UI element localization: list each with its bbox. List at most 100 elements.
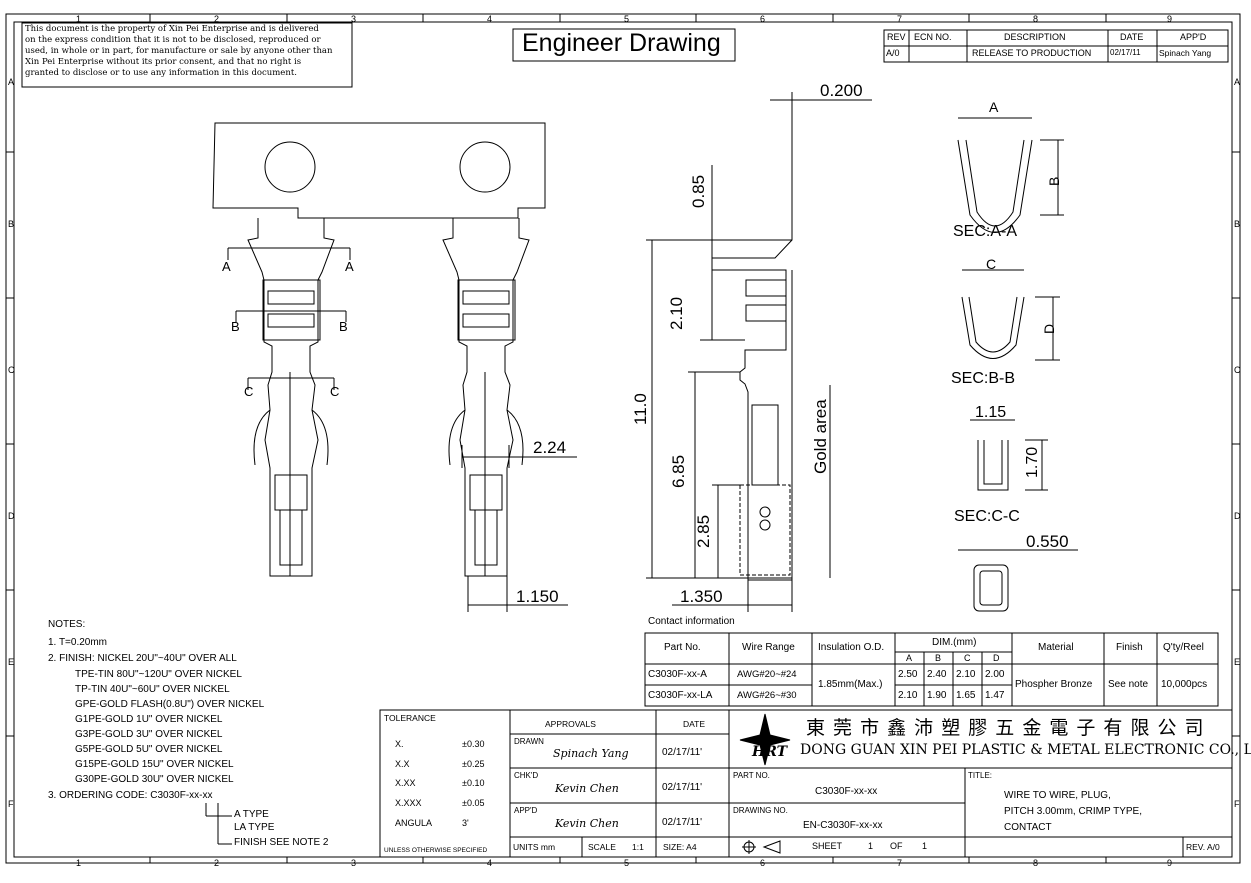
contact-part: C3030F-xx-A bbox=[648, 669, 707, 680]
rev-header: APP'D bbox=[1180, 32, 1207, 42]
col-label: 5 bbox=[624, 14, 630, 24]
note-line: G1PE-GOLD 1U" OVER NICKEL bbox=[75, 714, 223, 725]
note-line: GPE-GOLD FLASH(0.8U") OVER NICKEL bbox=[75, 699, 265, 710]
section-aa-label: SEC:A-A bbox=[953, 223, 1018, 240]
tol-value: ±0.10 bbox=[462, 778, 485, 788]
col-label: 9 bbox=[1167, 14, 1173, 24]
rev-header: DESCRIPTION bbox=[1004, 32, 1066, 42]
col-label: 8 bbox=[1033, 14, 1039, 24]
part-no-label: PART NO. bbox=[733, 771, 770, 780]
row-label: A bbox=[8, 77, 15, 87]
row-label: F bbox=[8, 799, 14, 809]
rev-header: ECN NO. bbox=[914, 32, 952, 42]
title-block-lines bbox=[205, 709, 1233, 858]
contact-header: DIM.(mm) bbox=[932, 637, 977, 648]
chkd-label: CHK'D bbox=[514, 771, 539, 780]
rev-cell: 02/17/11 bbox=[1110, 48, 1141, 57]
col-label: 7 bbox=[897, 858, 903, 868]
frame-outer bbox=[5, 13, 1241, 864]
dim-label: D bbox=[1041, 323, 1057, 334]
contact-header: Finish bbox=[1116, 642, 1143, 653]
note-line: G5PE-GOLD 5U" OVER NICKEL bbox=[75, 744, 223, 755]
row-label: C bbox=[1234, 365, 1241, 375]
contact-header: Q'ty/Reel bbox=[1163, 642, 1204, 653]
rev-cell: A/0 bbox=[886, 48, 900, 58]
company-name-english: DONG GUAN XIN PEI PLASTIC & METAL ELECTR… bbox=[800, 742, 1251, 758]
rev-code: REV. A/0 bbox=[1186, 842, 1220, 852]
contact-dim: 2.50 bbox=[898, 669, 918, 680]
tol-value: 3' bbox=[462, 818, 469, 828]
dim-label: 0.550 bbox=[1026, 532, 1069, 551]
appd-signature: Kevin Chen bbox=[555, 817, 619, 830]
contact-insulation: 1.85mm(Max.) bbox=[818, 679, 883, 690]
dim-header: B bbox=[935, 653, 942, 663]
row-label: F bbox=[1234, 799, 1240, 809]
chkd-signature: Kevin Chen bbox=[555, 782, 619, 795]
dim-label: 1.150 bbox=[516, 587, 559, 606]
tol-key: X.XX bbox=[395, 778, 416, 788]
notice-line: Xin Pei Enterprise without its prior con… bbox=[25, 57, 302, 67]
contact-header: Material bbox=[1038, 642, 1074, 653]
sheet-label: SHEET bbox=[812, 841, 843, 851]
dim-label: 2.85 bbox=[694, 514, 713, 548]
dim-label: 11.0 bbox=[631, 393, 650, 425]
approvals-date-heading: DATE bbox=[683, 719, 706, 729]
notes-heading: NOTES: bbox=[48, 619, 86, 630]
row-label: B bbox=[1234, 219, 1241, 229]
contact-qty: 10,000pcs bbox=[1161, 679, 1208, 690]
code-la: LA TYPE bbox=[234, 822, 275, 833]
section-label: C bbox=[330, 384, 340, 399]
title-box bbox=[512, 28, 736, 62]
contact-header: Wire Range bbox=[742, 642, 795, 653]
notice-box bbox=[21, 22, 353, 88]
col-label: 3 bbox=[351, 14, 357, 24]
row-label: E bbox=[1234, 657, 1241, 667]
col-label: 6 bbox=[760, 14, 766, 24]
dim-label: B bbox=[1046, 176, 1062, 186]
section-label: B bbox=[339, 319, 348, 334]
contact-dim: 2.00 bbox=[985, 669, 1005, 680]
section-bb-label: SEC:B-B bbox=[951, 370, 1016, 387]
tolerance-footer: UNLESS OTHERWISE SPECIFIED bbox=[384, 847, 488, 854]
col-label: 2 bbox=[214, 858, 220, 868]
sheet-number: 1 bbox=[868, 841, 874, 851]
dim-header: A bbox=[906, 653, 913, 663]
dim-label: 0.85 bbox=[689, 174, 708, 208]
dim-header: C bbox=[964, 653, 971, 663]
front-view bbox=[212, 122, 577, 612]
contact-part: C3030F-xx-LA bbox=[648, 690, 713, 701]
col-label: 4 bbox=[487, 858, 493, 868]
rev-cell: Spinach Yang bbox=[1159, 48, 1212, 58]
dim-label: 1.15 bbox=[975, 404, 1007, 421]
col-label: 1 bbox=[76, 858, 82, 868]
dim-label: 0.200 bbox=[820, 81, 863, 100]
row-label: A bbox=[1234, 77, 1241, 87]
tol-value: ±0.30 bbox=[462, 739, 485, 749]
sheet-total: 1 bbox=[922, 841, 928, 851]
contact-wire: AWG#20~#24 bbox=[737, 669, 797, 680]
col-label: 5 bbox=[624, 858, 630, 868]
notice-line: on the express condition that it is not … bbox=[25, 35, 321, 45]
col-label: 7 bbox=[897, 14, 903, 24]
contact-dim: 2.10 bbox=[956, 669, 976, 680]
col-label: 1 bbox=[76, 14, 82, 24]
dim-label: 2.24 bbox=[533, 438, 567, 457]
appd-label: APP'D bbox=[514, 806, 538, 815]
col-label: 3 bbox=[351, 858, 357, 868]
dim-label: 1.350 bbox=[680, 587, 723, 606]
note-line: G15PE-GOLD 15U" OVER NICKEL bbox=[75, 759, 234, 770]
dim-label: 1.70 bbox=[1024, 446, 1041, 478]
tol-key: X.XXX bbox=[395, 798, 422, 808]
row-label: E bbox=[8, 657, 15, 667]
note-line: 3. ORDERING CODE: C3030F-xx-xx bbox=[48, 790, 213, 801]
contact-material: Phospher Bronze bbox=[1015, 679, 1093, 690]
drawn-signature: Spinach Yang bbox=[553, 747, 629, 760]
tol-value: ±0.25 bbox=[462, 759, 485, 769]
scale-value: 1:1 bbox=[632, 842, 644, 852]
dim-label: A bbox=[989, 99, 999, 115]
contact-finish: See note bbox=[1108, 679, 1149, 690]
dim-header: D bbox=[993, 653, 1000, 663]
side-view bbox=[646, 92, 872, 612]
col-label: 9 bbox=[1167, 858, 1173, 868]
